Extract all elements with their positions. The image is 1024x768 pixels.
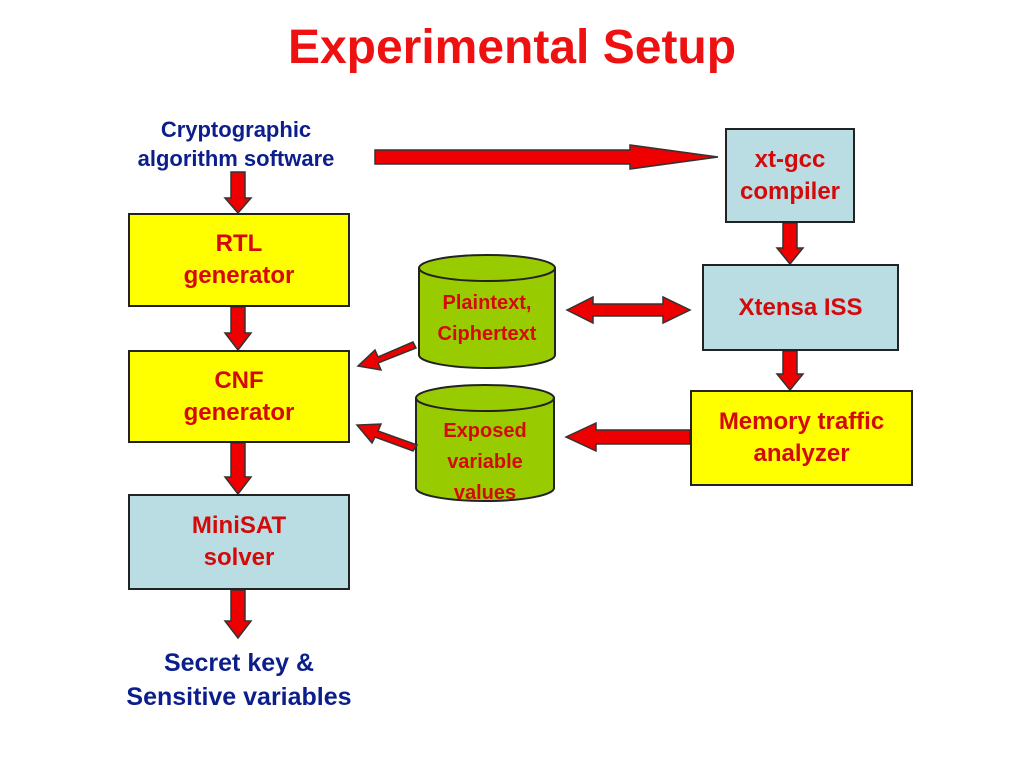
input-line-1: Cryptographic <box>160 117 312 142</box>
output-line-1: Secret key & <box>163 649 315 677</box>
input-line-2: algorithm software <box>137 146 335 171</box>
arrow-software-to-rtl <box>223 171 253 215</box>
cnf-generator-box: CNF generator <box>128 350 350 443</box>
arrow-exposed-to-cnf <box>355 423 419 452</box>
output-line-2: Sensitive variables <box>126 683 352 711</box>
plaintext-line-1: Plaintext, <box>442 292 532 314</box>
cnf-line-2: generator <box>183 398 295 426</box>
output-label: Secret key & Sensitive variables <box>94 646 384 714</box>
plaintext-ciphertext-database <box>418 254 556 369</box>
cnf-line-1: CNF <box>214 366 264 394</box>
minisat-line-1: MiniSAT <box>191 512 287 539</box>
minisat-line-2: solver <box>203 544 275 571</box>
slide-title: Experimental Setup <box>287 21 737 74</box>
arrow-software-to-compiler <box>374 144 719 170</box>
exposed-line-1: Exposed <box>443 420 527 442</box>
exposed-line-3: values <box>453 482 517 504</box>
minisat-solver-box: MiniSAT solver <box>128 494 350 590</box>
memory-line-1: Memory traffic <box>718 408 885 435</box>
xtensa-iss-box: Xtensa ISS <box>702 264 899 351</box>
exposed-line-2: variable <box>447 451 523 473</box>
arrow-compiler-to-xtensa <box>775 222 805 266</box>
arrow-rtl-to-cnf <box>223 306 253 352</box>
arrow-cnf-to-minisat <box>223 442 253 496</box>
arrow-memory-to-exposed <box>564 421 691 453</box>
exposed-values-label: Exposed variable values <box>416 416 554 509</box>
memory-line-2: analyzer <box>753 440 850 467</box>
xtgcc-line-1: xt-gcc <box>754 145 826 173</box>
xtgcc-line-2: compiler <box>739 177 841 205</box>
plaintext-ciphertext-label: Plaintext, Ciphertext <box>419 288 555 350</box>
arrow-minisat-to-output <box>223 589 253 640</box>
memory-traffic-analyzer-box: Memory traffic analyzer <box>690 390 913 486</box>
plaintext-line-2: Ciphertext <box>437 323 537 345</box>
rtl-line-1: RTL <box>215 230 263 257</box>
arrow-database-xtensa-bidirectional <box>565 295 692 325</box>
arrow-xtensa-to-memory <box>775 350 805 392</box>
input-software-label: Cryptographic algorithm software <box>102 115 370 173</box>
rtl-line-2: generator <box>183 262 295 289</box>
arrow-plaintext-to-cnf <box>356 341 418 371</box>
xt-gcc-compiler-box: xt-gcc compiler <box>725 128 855 223</box>
xtensa-line-1: Xtensa ISS <box>738 293 863 321</box>
exposed-values-database <box>415 384 555 502</box>
rtl-generator-box: RTL generator <box>128 213 350 307</box>
